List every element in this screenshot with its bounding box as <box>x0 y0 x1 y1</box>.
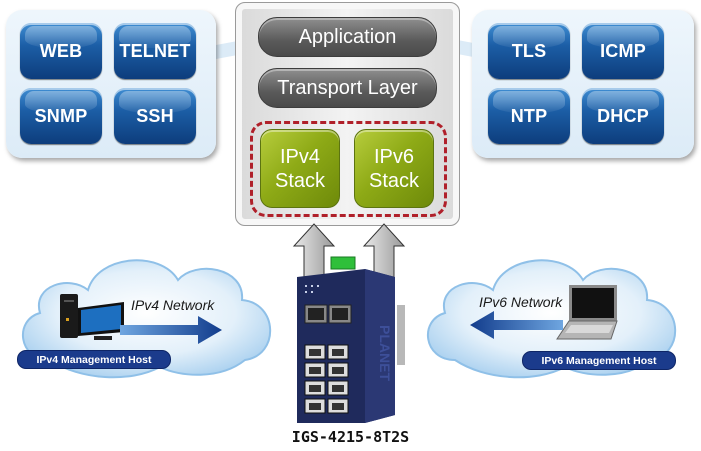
device-brand-logo: PLANET <box>377 325 393 381</box>
service-label: WEB <box>39 40 83 61</box>
service-label: ICMP <box>600 40 646 61</box>
ipv6-stack: IPv6 Stack <box>354 129 434 208</box>
laptop-icon <box>556 285 618 340</box>
service-label: SNMP <box>34 105 88 126</box>
ipv4-stack: IPv4 Stack <box>260 129 340 208</box>
service-label: SSH <box>136 105 174 126</box>
service-web: WEB <box>20 23 102 79</box>
service-tls: TLS <box>488 23 570 79</box>
application-layer: Application <box>258 17 437 57</box>
ipv4-stack-line2: Stack <box>274 169 326 192</box>
service-icmp: ICMP <box>582 23 664 79</box>
service-label: NTP <box>510 105 548 126</box>
upward-arrows <box>292 223 406 287</box>
ipv4-cloud <box>22 259 272 379</box>
network-switch-device: PLANET <box>297 256 405 423</box>
service-snmp: SNMP <box>20 88 102 144</box>
ipv6-stack-line2: Stack <box>368 169 420 192</box>
service-ntp: NTP <box>488 88 570 144</box>
ipv6-network-arrow <box>470 311 563 339</box>
dual-stack-boundary <box>250 121 447 217</box>
application-label: Application <box>298 25 397 48</box>
ipv4-management-host-badge: IPv4 Management Host <box>17 350 171 369</box>
ipv6-management-host-badge: IPv6 Management Host <box>522 351 676 370</box>
service-ssh: SSH <box>114 88 196 144</box>
desktop-computer-icon <box>60 294 124 340</box>
transport-layer: Transport Layer <box>258 68 437 108</box>
transport-label: Transport Layer <box>277 76 418 99</box>
device-model-caption: IGS-4215-8T2S <box>291 428 410 446</box>
service-label: TLS <box>511 40 547 61</box>
ipv6-network-label: IPv6 Network <box>479 294 563 310</box>
ipv4-stack-line1: IPv4 <box>279 145 321 168</box>
ipv4-network-arrow <box>120 316 222 344</box>
service-telnet: TELNET <box>114 23 196 79</box>
ipv6-stack-line1: IPv6 <box>373 145 415 168</box>
service-dhcp: DHCP <box>582 88 664 144</box>
service-label: DHCP <box>597 105 649 126</box>
service-label: TELNET <box>119 40 191 61</box>
ipv4-network-label: IPv4 Network <box>131 297 215 313</box>
